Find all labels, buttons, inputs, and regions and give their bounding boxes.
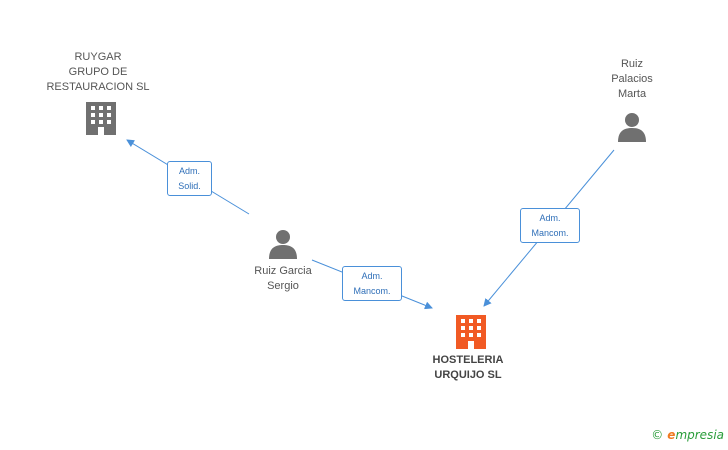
node-label-line: Sergio [267,280,299,292]
edge-label-adm-mancom[interactable]: Adm. Mancom. [520,208,580,243]
building-icon [86,102,116,135]
edge-label-line: Adm. [361,271,383,281]
brand-initial: e [667,428,676,442]
node-label-ruiz-garcia[interactable]: Ruiz Garcia Sergio [238,264,328,294]
edge-label-adm-mancom[interactable]: Adm. Mancom. [342,266,402,301]
node-label-line: Ruiz [620,58,643,70]
node-label-line: RUYGAR [74,51,122,63]
edge-label-line: Mancom. [353,286,391,296]
edge-label-line: Adm. [539,213,561,223]
node-label-line: Palacios [611,73,653,85]
building-icon [456,315,486,349]
person-icon [269,230,297,259]
edge-label-adm-solid[interactable]: Adm. Solid. [167,161,212,196]
node-label-line: GRUPO DE [68,66,128,78]
node-label-line: Ruiz Garcia [254,265,312,277]
empresia-logo: ©empresia [651,428,724,442]
person-icon [618,113,646,142]
edge-label-line: Adm. [178,166,200,176]
node-label-line: URQUIJO SL [434,369,502,381]
brand-name: mpresia [675,428,724,442]
node-label-line: RESTAURACION SL [46,81,150,93]
edge-label-line: Solid. [178,181,201,191]
node-label-ruiz-palacios[interactable]: Ruiz Palacios Marta [592,57,672,102]
copyright-symbol: © [651,428,664,442]
node-label-hosteleria[interactable]: HOSTELERIA URQUIJO SL [418,353,518,383]
node-label-ruygar[interactable]: RUYGAR GRUPO DE RESTAURACION SL [38,50,158,95]
edge-label-line: Mancom. [531,228,569,238]
node-label-line: HOSTELERIA [432,354,504,366]
node-label-line: Marta [617,88,647,100]
